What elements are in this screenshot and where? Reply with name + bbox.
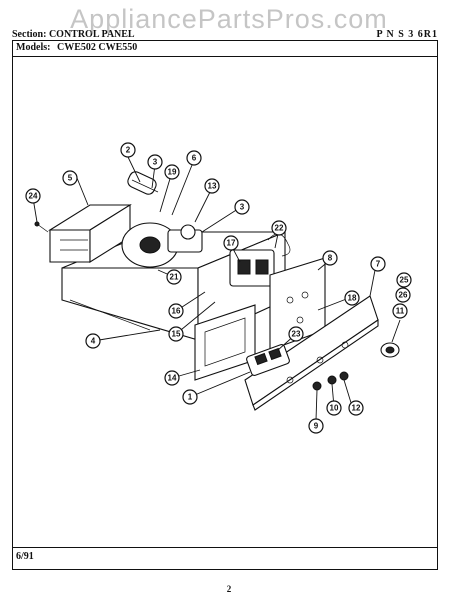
callout-label: 9 <box>314 422 319 431</box>
callout-label: 11 <box>396 307 405 316</box>
callout-13: 13 <box>204 178 220 194</box>
callout-label: 5 <box>68 174 73 183</box>
callout-label: 12 <box>352 404 361 413</box>
callout-9: 9 <box>308 418 324 434</box>
callout-17: 17 <box>223 235 239 251</box>
section-title: Section: CONTROL PANEL <box>12 29 135 40</box>
callout-label: 25 <box>400 276 409 285</box>
callout-label: 4 <box>91 337 96 346</box>
models-row: Models: CWE502 CWE550 <box>13 41 437 57</box>
callout-15: 15 <box>168 326 184 342</box>
callout-label: 14 <box>168 374 177 383</box>
timer-assembly <box>121 171 203 268</box>
section-header: Section: CONTROL PANEL P N S 3 6R1 <box>12 29 438 43</box>
callout-24: 24 <box>25 188 41 204</box>
callout-label: 3 <box>153 158 158 167</box>
callout-12: 12 <box>348 400 364 416</box>
callout-label: 8 <box>328 254 333 263</box>
revision-date: 6/91 <box>16 551 34 562</box>
callout-label: 17 <box>227 239 236 248</box>
switch-block <box>229 233 291 287</box>
callout-4: 4 <box>85 333 101 349</box>
page-number: 2 <box>226 584 232 594</box>
callout-22: 22 <box>271 220 287 236</box>
callout-10: 10 <box>326 400 342 416</box>
callout-label: 2 <box>126 146 131 155</box>
models-label: Models: <box>16 42 51 53</box>
callout-label: 10 <box>330 404 339 413</box>
callout-7: 7 <box>370 256 386 272</box>
callout-3-lower: 3 <box>234 199 250 215</box>
callout-25: 25 <box>396 272 412 288</box>
callout-label: 22 <box>275 224 284 233</box>
callout-label: 21 <box>170 273 179 282</box>
models-value: CWE502 CWE550 <box>57 42 138 53</box>
callout-21: 21 <box>166 269 182 285</box>
callout-label: 6 <box>192 154 197 163</box>
callout-1: 1 <box>182 389 198 405</box>
bracket-part <box>48 204 132 263</box>
callout-label: 26 <box>399 291 408 300</box>
callout-23: 23 <box>288 326 304 342</box>
watermark: AppliancePartsPros.com <box>70 4 388 34</box>
footer-rule <box>13 547 437 548</box>
front-panel <box>244 295 379 411</box>
callout-19: 19 <box>164 164 180 180</box>
callout-11: 11 <box>392 303 408 319</box>
callout-label: 1 <box>188 393 193 402</box>
callout-5: 5 <box>62 170 78 186</box>
callout-label: 13 <box>208 182 217 191</box>
selector-switch <box>246 344 290 376</box>
callout-label: 16 <box>172 307 181 316</box>
callout-label: 7 <box>376 260 381 269</box>
leader-lines <box>32 156 401 421</box>
control-knob <box>380 342 400 358</box>
diagram-frame: Models: CWE502 CWE550 6/91 <box>12 40 438 570</box>
callout-6: 6 <box>186 150 202 166</box>
callout-label: 19 <box>168 168 177 177</box>
callout-label: 3 <box>240 203 245 212</box>
callout-label: 23 <box>292 330 301 339</box>
callout-label: 18 <box>348 294 357 303</box>
callout-2: 2 <box>120 142 136 158</box>
callout-label: 15 <box>172 330 181 339</box>
callout-3-upper: 3 <box>147 154 163 170</box>
callout-18: 18 <box>344 290 360 306</box>
hardware-parts <box>34 221 349 391</box>
callout-8: 8 <box>322 250 338 266</box>
callout-14: 14 <box>164 370 180 386</box>
page-reference: P N S 3 6R1 <box>376 29 438 40</box>
callout-label: 24 <box>29 192 38 201</box>
callout-26: 26 <box>395 287 411 303</box>
callout-16: 16 <box>168 303 184 319</box>
